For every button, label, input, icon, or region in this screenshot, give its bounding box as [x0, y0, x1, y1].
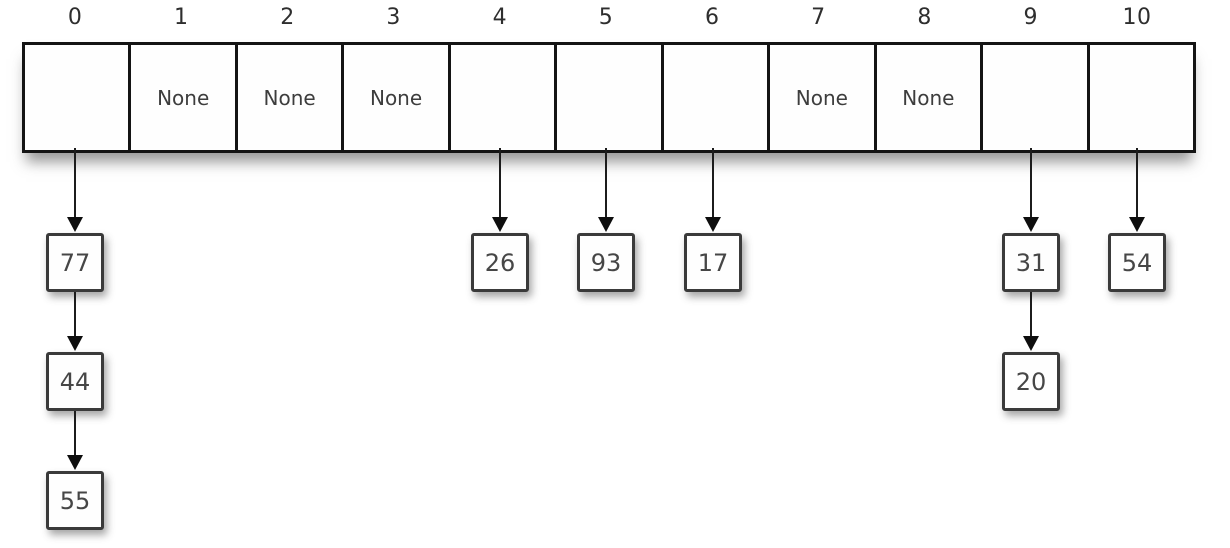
slot-array: None None None None None	[22, 42, 1196, 153]
slot-cell-0	[25, 45, 129, 150]
index-label-row: 0 1 2 3 4 5 6 7 8 9 10	[22, 2, 1190, 34]
index-label-2: 2	[280, 5, 295, 30]
index-label-6: 6	[704, 5, 720, 30]
chain-node-26: 26	[471, 233, 529, 292]
arrow-down-icon	[1023, 292, 1039, 351]
arrow-down-icon	[492, 148, 508, 232]
chain-node-54: 54	[1108, 233, 1166, 292]
arrow-down-icon	[67, 411, 83, 470]
slot-cell-8: None	[873, 45, 981, 150]
arrow-down-icon	[67, 292, 83, 351]
index-label-4: 4	[492, 5, 508, 30]
chain-node-31: 31	[1002, 233, 1060, 292]
arrow-down-icon	[598, 148, 614, 232]
index-label-7: 7	[811, 5, 826, 30]
arrow-down-icon	[1023, 148, 1039, 232]
slot-cell-3: None	[341, 45, 448, 150]
chain-node-20: 20	[1002, 352, 1060, 411]
chain-node-44: 44	[46, 352, 104, 411]
arrow-down-icon	[1129, 148, 1145, 232]
slot-cell-2: None	[234, 45, 342, 150]
index-label-1: 1	[174, 5, 189, 30]
arrow-down-icon	[67, 148, 83, 232]
slot-cell-10	[1086, 45, 1193, 150]
arrow-down-icon	[705, 148, 721, 232]
chain-node-93: 93	[577, 233, 635, 292]
slot-cell-6	[660, 45, 768, 150]
index-label-3: 3	[386, 5, 401, 30]
index-label-8: 8	[917, 5, 932, 30]
index-label-9: 9	[1023, 5, 1039, 30]
slot-cell-7: None	[767, 45, 874, 150]
chain-node-77: 77	[46, 233, 104, 292]
slot-cell-9	[980, 45, 1087, 150]
slot-cell-1: None	[128, 45, 235, 150]
slot-cell-5	[554, 45, 661, 150]
index-label-0: 0	[67, 5, 83, 30]
chain-node-17: 17	[684, 233, 742, 292]
index-label-5: 5	[598, 5, 614, 30]
chain-node-55: 55	[46, 471, 104, 530]
slot-cell-4	[447, 45, 555, 150]
index-label-10: 10	[1122, 5, 1152, 30]
